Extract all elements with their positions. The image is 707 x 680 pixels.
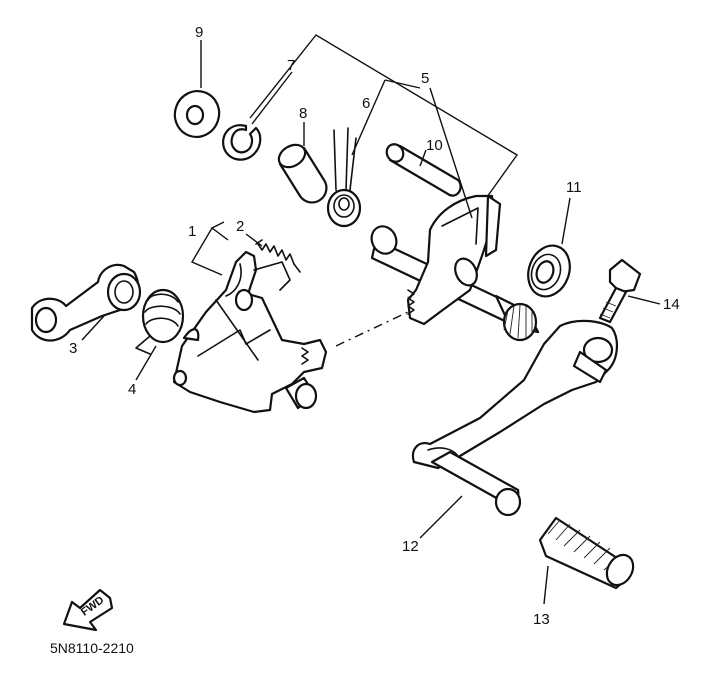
torsion-spring-part-4 (135, 288, 185, 381)
part-label-7: 7 (287, 57, 295, 74)
circlip-part-7 (222, 71, 293, 161)
bushing-part-8 (277, 122, 328, 204)
oil-seal-part-11 (527, 197, 571, 298)
stopper-lever-part-3 (30, 263, 142, 342)
part-label-13: 13 (533, 611, 550, 628)
part-label-3: 3 (69, 340, 77, 357)
part-label-2: 2 (236, 218, 244, 235)
shift-lever-part-1 (172, 250, 328, 414)
part-label-5: 5 (421, 70, 429, 87)
bolt-part-14 (598, 258, 661, 324)
part-label-9: 9 (195, 24, 203, 41)
pin-part-10 (385, 143, 462, 197)
fwd-arrow-icon: FWD (62, 588, 114, 632)
spring-part-2 (245, 233, 301, 273)
pedal-rubber-part-13 (538, 516, 635, 605)
part-label-10: 10 (426, 137, 443, 154)
assembly-bracket-1 (190, 221, 229, 276)
assembly-bracket-5 (249, 34, 519, 219)
spring-part-6 (326, 127, 362, 228)
assembly-axis-line (335, 311, 409, 347)
part-label-1: 1 (188, 223, 196, 240)
part-label-8: 8 (299, 105, 307, 122)
part-label-14: 14 (663, 296, 680, 313)
part-label-6: 6 (362, 95, 370, 112)
part-label-12: 12 (402, 538, 419, 555)
shift-shaft-part-5 (370, 87, 540, 342)
drawing-code: 5N8110-2210 (50, 640, 134, 656)
shift-pedal-part-12 (411, 319, 618, 539)
washer-part-9 (173, 40, 221, 138)
part-label-4: 4 (128, 381, 136, 398)
part-label-11: 11 (566, 179, 582, 196)
